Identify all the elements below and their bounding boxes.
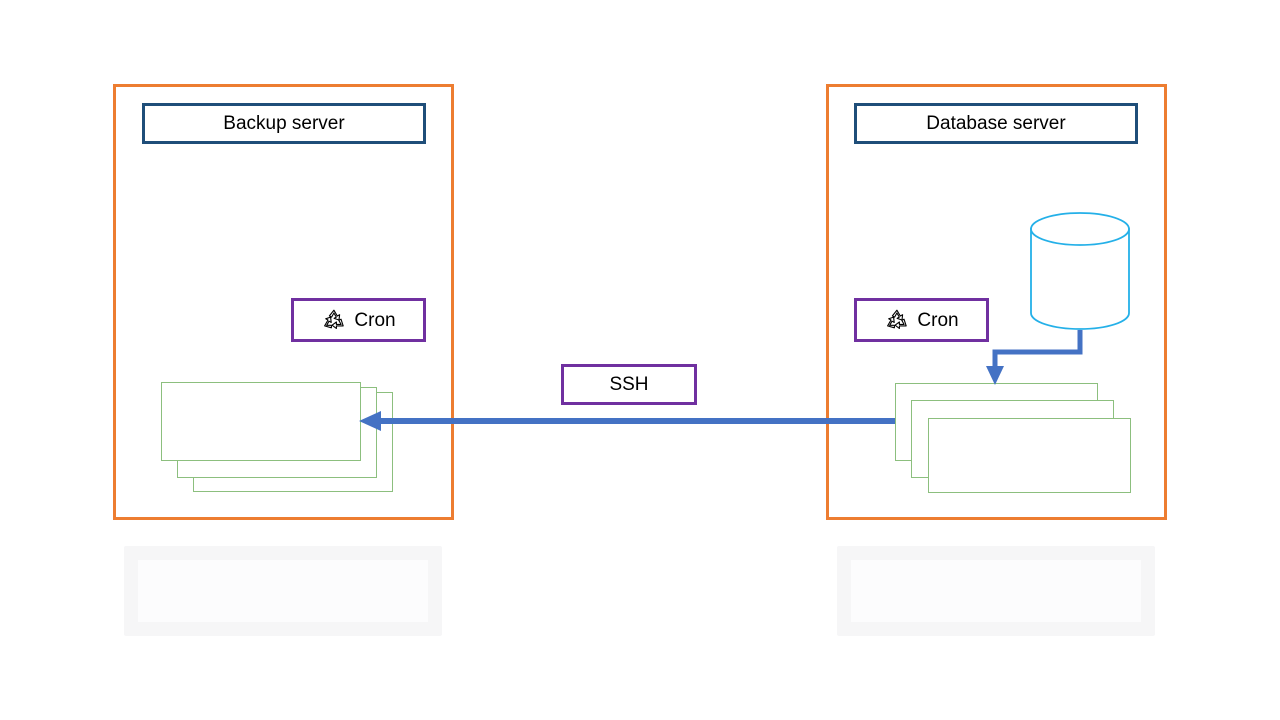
recycle-icon [324, 309, 345, 330]
backup-server-cron-box[interactable]: Cron [291, 298, 426, 342]
dump-file-front[interactable] [928, 418, 1131, 493]
database-server-header[interactable]: Database server [854, 103, 1138, 144]
recycle-icon [887, 309, 908, 330]
ssh-label-box[interactable]: SSH [561, 364, 697, 405]
database-cylinder-icon[interactable] [1030, 212, 1130, 330]
ghost-placeholder-right [837, 546, 1155, 636]
backup-server-header-label: Backup server [223, 113, 345, 134]
ssh-label: SSH [609, 374, 649, 395]
ghost-placeholder-left [124, 546, 442, 636]
backup-file-front[interactable] [161, 382, 361, 461]
database-server-cron-box[interactable]: Cron [854, 298, 989, 342]
backup-server-header[interactable]: Backup server [142, 103, 426, 144]
database-cron-label: Cron [917, 309, 959, 331]
database-server-header-label: Database server [926, 113, 1066, 134]
backup-cron-label: Cron [354, 309, 396, 331]
